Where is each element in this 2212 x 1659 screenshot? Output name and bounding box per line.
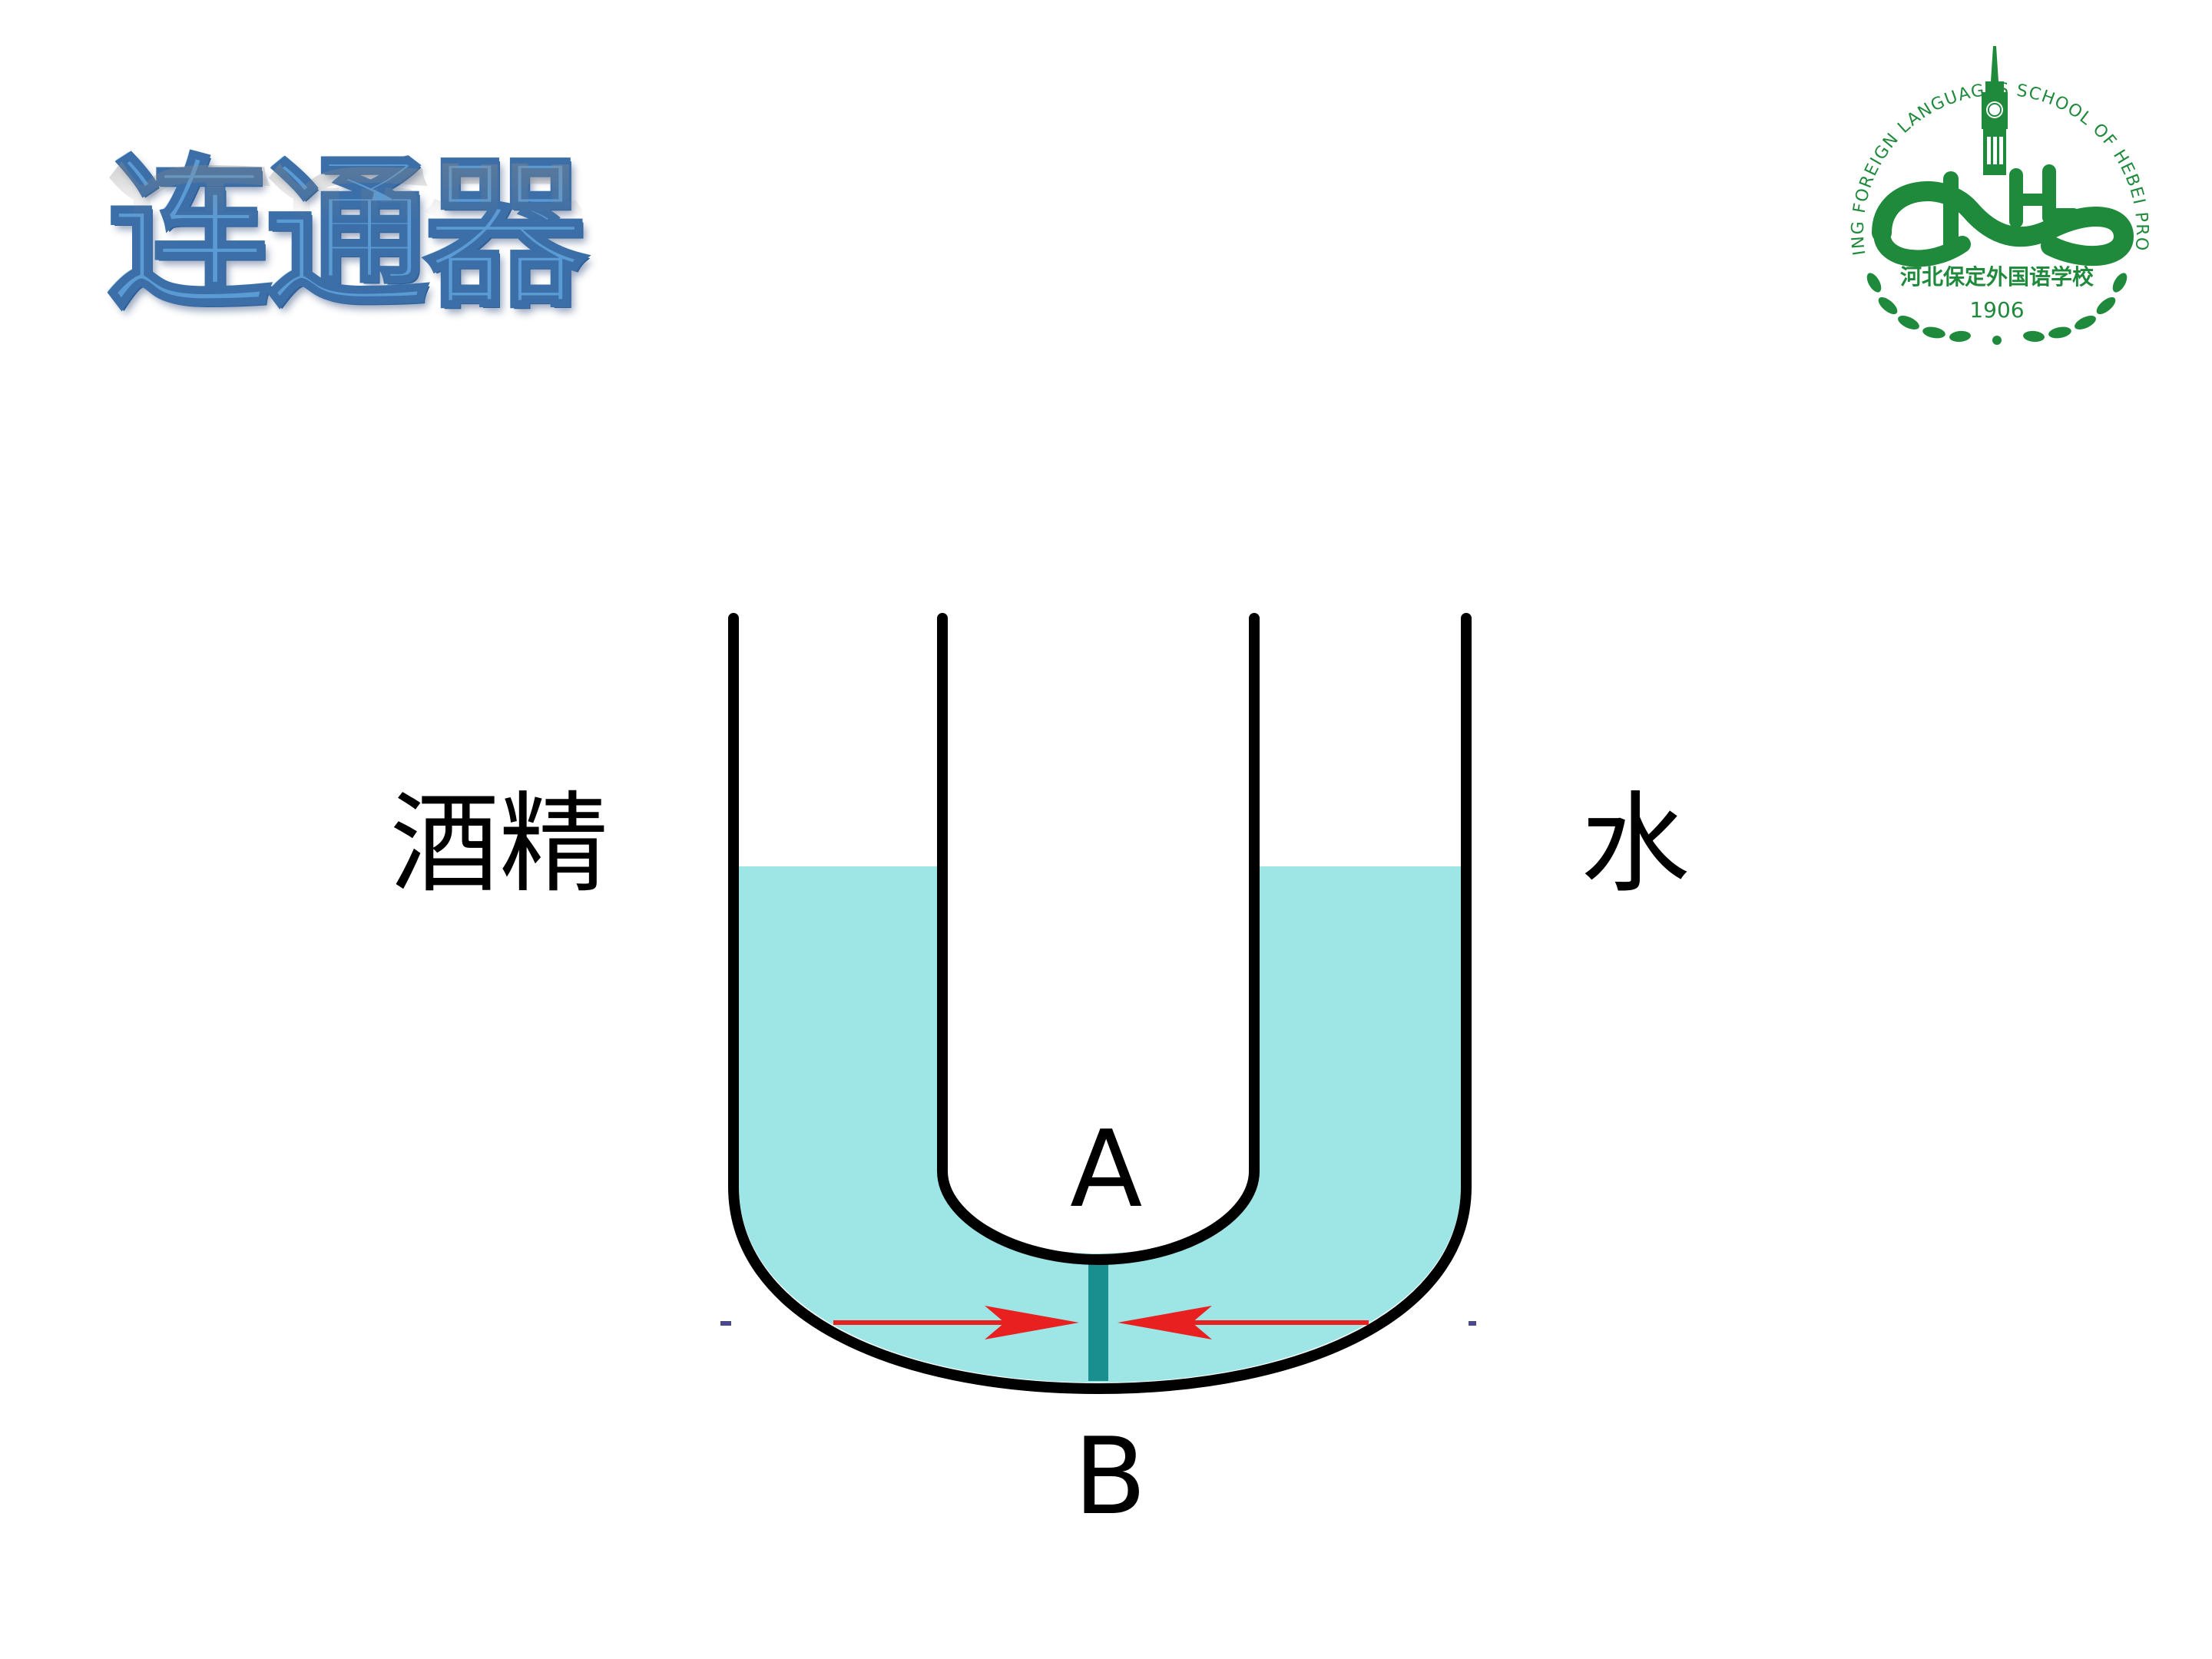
logo-chinese-name: 河北保定外国语学校 [1900, 264, 2094, 290]
school-logo: BAODING FOREIGN LANGUAGES SCHOOL OF HEBE… [1828, 22, 2151, 345]
left-tick-mark [720, 1321, 731, 1326]
logo-year: 1906 [1969, 297, 2024, 323]
left-liquid-label: 酒精 [390, 781, 608, 908]
title-block: 连通器 连通器 [106, 138, 630, 392]
clock-tower-icon [1982, 46, 2008, 175]
liquid-divider [1088, 1260, 1108, 1381]
pressure-arrow-icon [833, 1306, 1369, 1339]
right-liquid-label: 水 [1581, 781, 1690, 908]
right-tick-mark [1469, 1321, 1476, 1326]
liquid-fill [739, 866, 1461, 1382]
point-b-label: B [1074, 1415, 1147, 1538]
point-a-label: A [1070, 1108, 1143, 1231]
page-title: 连通器 [106, 138, 588, 329]
tube-outer-wall [728, 613, 1472, 1395]
laurel-icon [1866, 273, 2128, 345]
monogram-icon [1872, 164, 2134, 267]
tube-inner-wall [937, 613, 1260, 1266]
